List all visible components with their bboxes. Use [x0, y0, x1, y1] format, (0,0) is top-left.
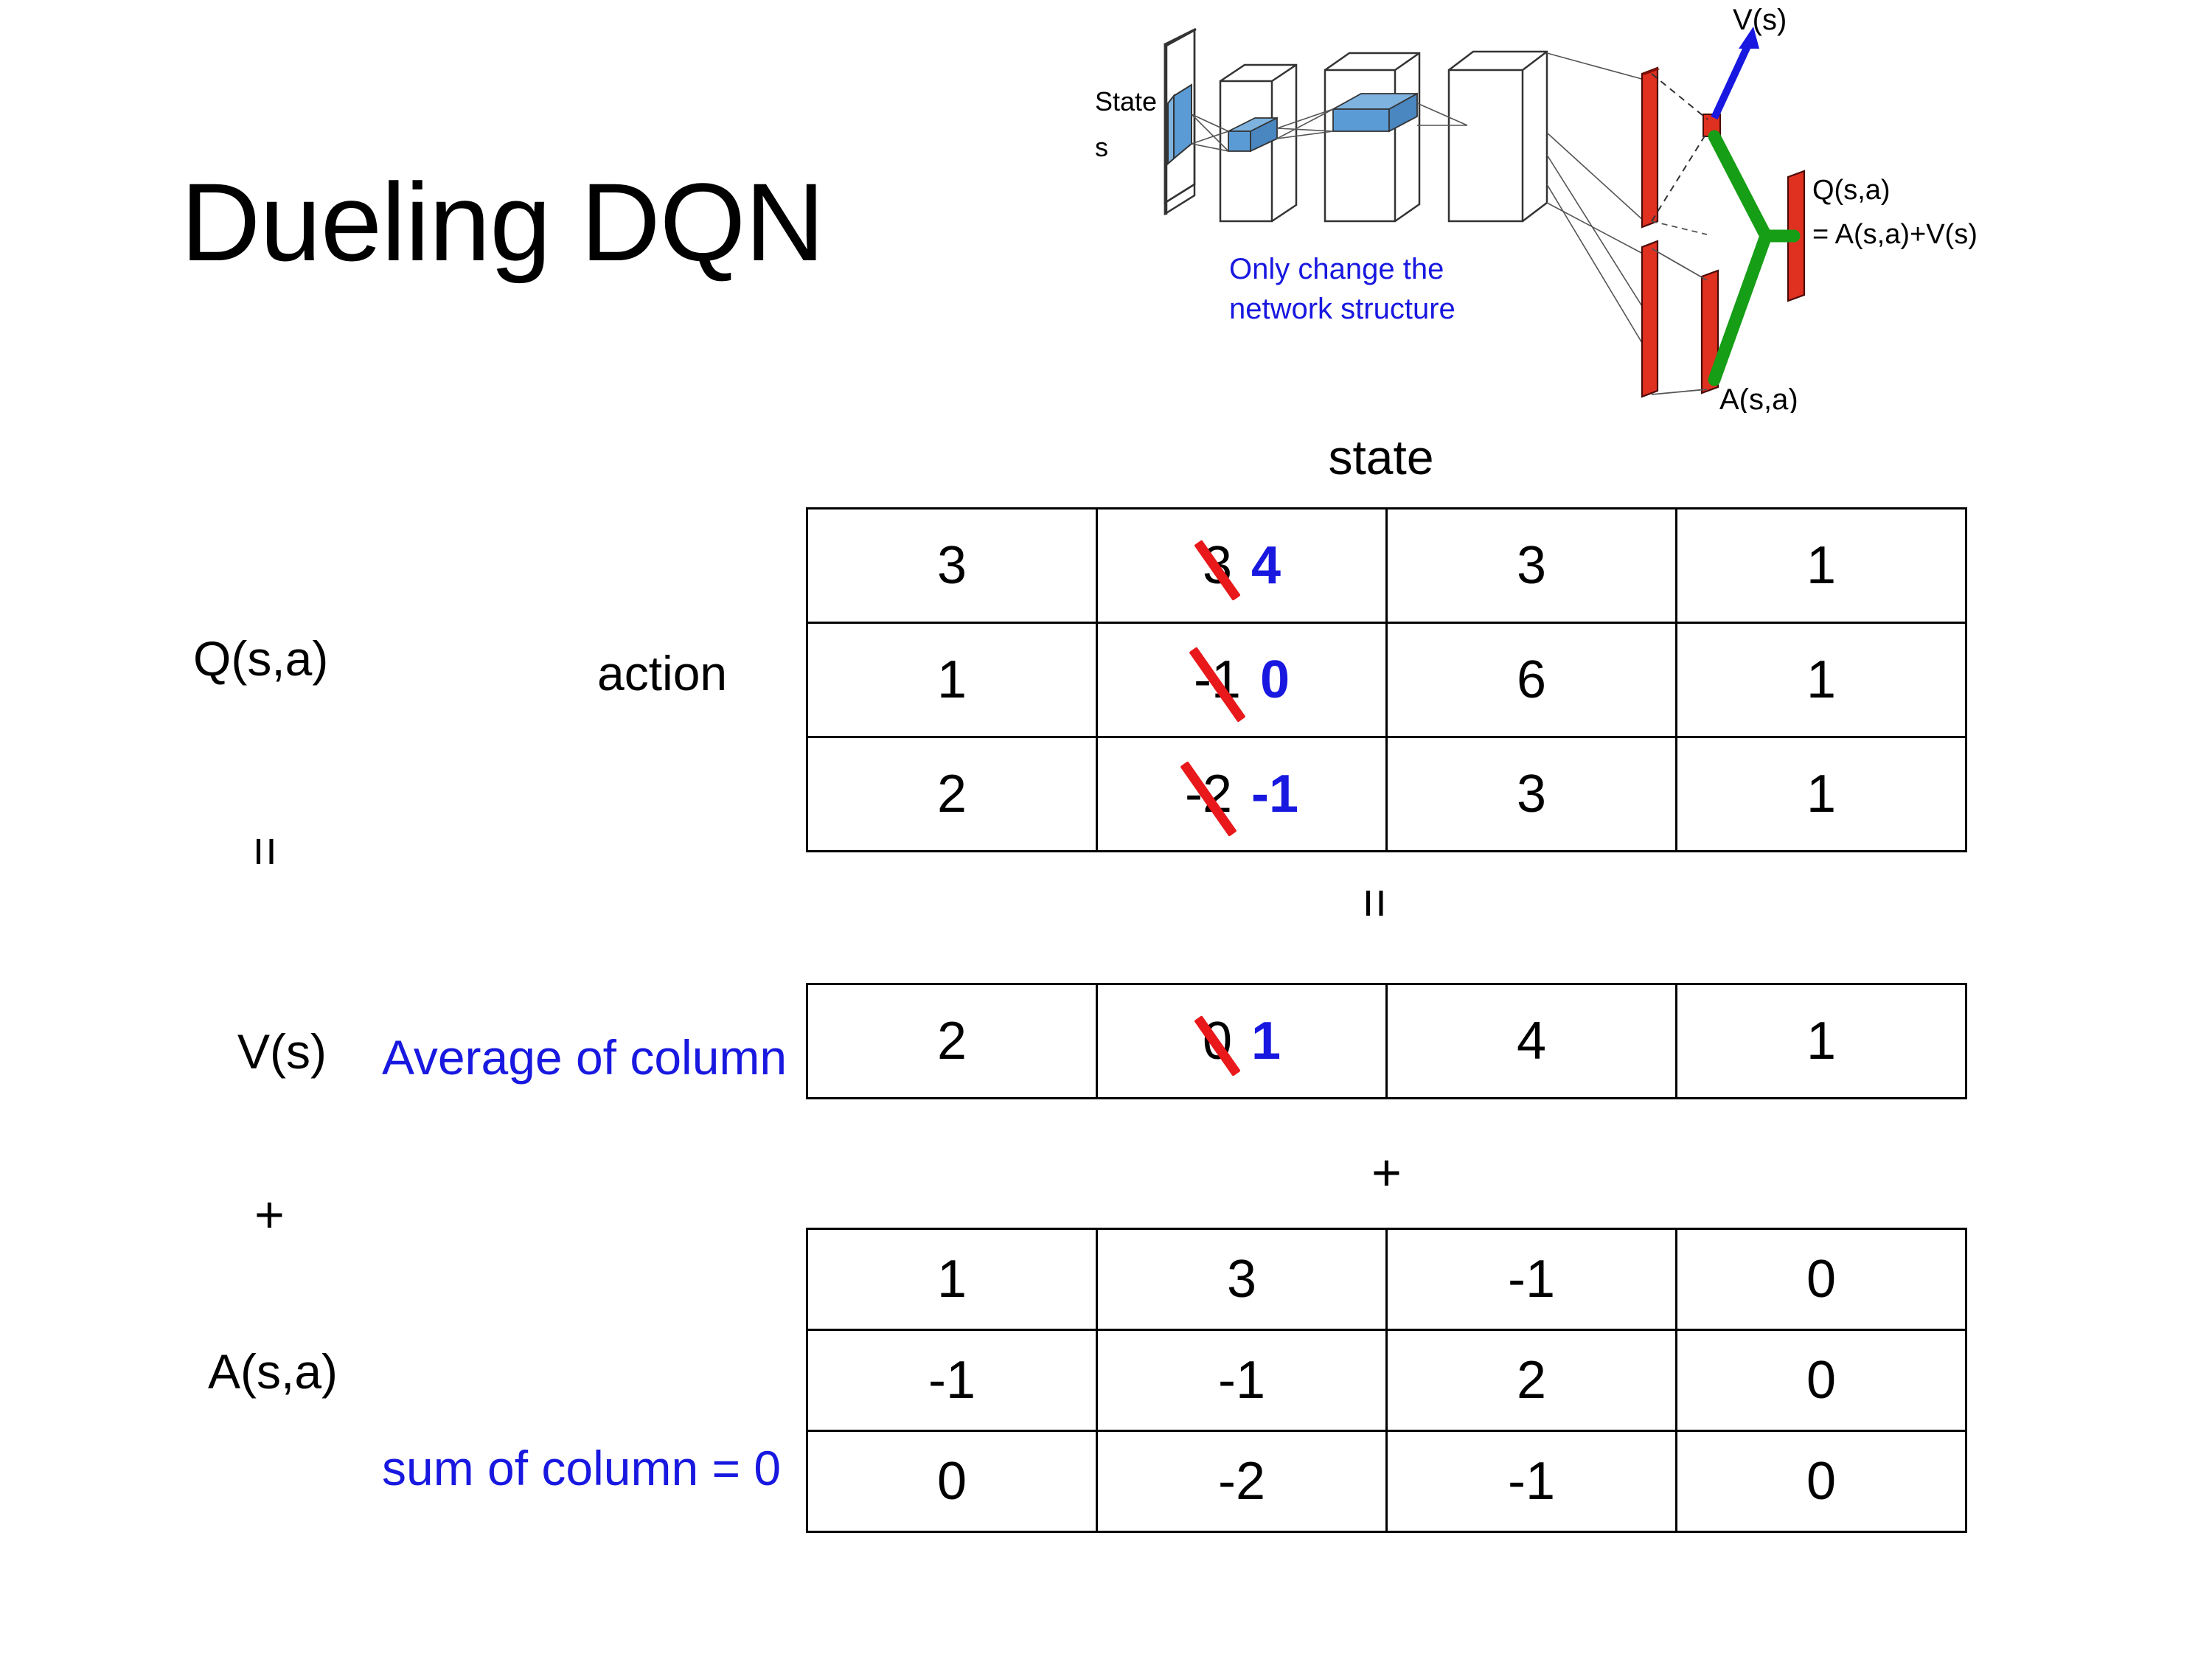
plus-operator-left: + [254, 1186, 285, 1243]
diagram-v-label: V(s) [1733, 4, 1787, 36]
matrix-cell: -1 [1096, 1329, 1388, 1432]
matrix-cell: 2 [1385, 1329, 1677, 1432]
matrix-cell: 0 [1675, 1430, 1967, 1533]
connector-lines [1191, 52, 1645, 347]
matrix-cell: -1 0 [1096, 622, 1388, 738]
diagram-a-label: A(s,a) [1719, 383, 1798, 413]
matrix-cell: 1 [1675, 622, 1967, 738]
matrix-cell: -1 [1385, 1430, 1677, 1533]
diagram-state-label-line1: State [1095, 86, 1157, 116]
diagram-note-line1: Only change the [1229, 253, 1444, 285]
value-stream-bar-icon [1641, 66, 1660, 229]
struck-old-value: -1 [1193, 650, 1241, 709]
matrix-cell: 3 [1385, 736, 1677, 852]
matrix-cell: 0 [1675, 1329, 1967, 1432]
matrix-cell: -2 [1096, 1430, 1388, 1533]
matrix-cell: 4 [1385, 983, 1677, 1099]
matrix-cell: 1 [1675, 736, 1967, 852]
conv-block-2-icon [1324, 52, 1421, 223]
sum-of-column-annotation: sum of column = 0 [382, 1441, 782, 1495]
average-of-column-annotation: Average of column [382, 1030, 787, 1085]
conv-block-3-icon [1447, 50, 1548, 223]
corrected-new-value: -1 [1251, 765, 1299, 824]
matrix-cell: -2 -1 [1096, 736, 1388, 852]
value-arrow-icon [1711, 27, 1759, 120]
action-axis-caption: action [597, 646, 728, 700]
matrix-cell: 0 [806, 1430, 1098, 1533]
matrix-cell: 1 [1675, 983, 1967, 1099]
struck-old-value: 0 [1202, 1012, 1232, 1071]
conv-block-1-icon [1219, 63, 1298, 223]
struck-old-value: 3 [1202, 536, 1232, 595]
diagram-state-label-line2: s [1095, 132, 1108, 162]
matrix-cell: 1 [806, 1228, 1098, 1331]
q-function-label: Q(s,a) [193, 631, 329, 686]
matrix-cell: 2 [806, 983, 1098, 1099]
page-title: Dueling DQN [181, 160, 825, 284]
equals-operator-middle: = [1346, 888, 1405, 919]
advantage-stream-bar-icon [1641, 240, 1659, 398]
advantage-links [1651, 220, 1708, 395]
plus-operator-middle: + [1371, 1144, 1402, 1201]
input-plane-outline [1164, 27, 1196, 205]
matrix-cell: 3 [1385, 507, 1677, 624]
matrix-cell: 1 [1675, 507, 1967, 624]
aggregation-join-icon [1708, 130, 1801, 386]
matrix-cell: -1 [806, 1329, 1098, 1432]
corrected-new-value: 0 [1259, 650, 1290, 709]
a-function-label: A(s,a) [208, 1344, 338, 1399]
state-axis-caption: state [1328, 430, 1434, 484]
diagram-note-line2: network structure [1229, 293, 1455, 325]
corrected-new-value: 4 [1251, 536, 1281, 595]
diagram-q-label-line2: = A(s,a)+V(s) [1812, 219, 1978, 250]
input-patch-icon [1167, 83, 1192, 166]
matrix-cell: 1 [806, 622, 1098, 738]
conv-block-2-patch-icon [1332, 92, 1418, 133]
struck-old-value: -2 [1184, 765, 1232, 824]
matrix-cell: 3 [806, 507, 1098, 624]
v-function-label: V(s) [237, 1024, 327, 1079]
matrix-cell: 0 [1675, 1228, 1967, 1331]
equals-operator-left: = [237, 836, 295, 867]
diagram-q-label-line1: Q(s,a) [1812, 175, 1891, 206]
matrix-cell: -1 [1385, 1228, 1677, 1331]
matrix-cell: 6 [1385, 622, 1677, 738]
dueling-network-diagram: State s Only change the network structur… [1084, 0, 2212, 413]
matrix-cell: 3 [1096, 1228, 1388, 1331]
corrected-new-value: 1 [1251, 1012, 1281, 1071]
matrix-cell: 2 [806, 736, 1098, 852]
value-dashed-links [1651, 73, 1708, 222]
conv-block-1-patch-icon [1228, 116, 1278, 153]
